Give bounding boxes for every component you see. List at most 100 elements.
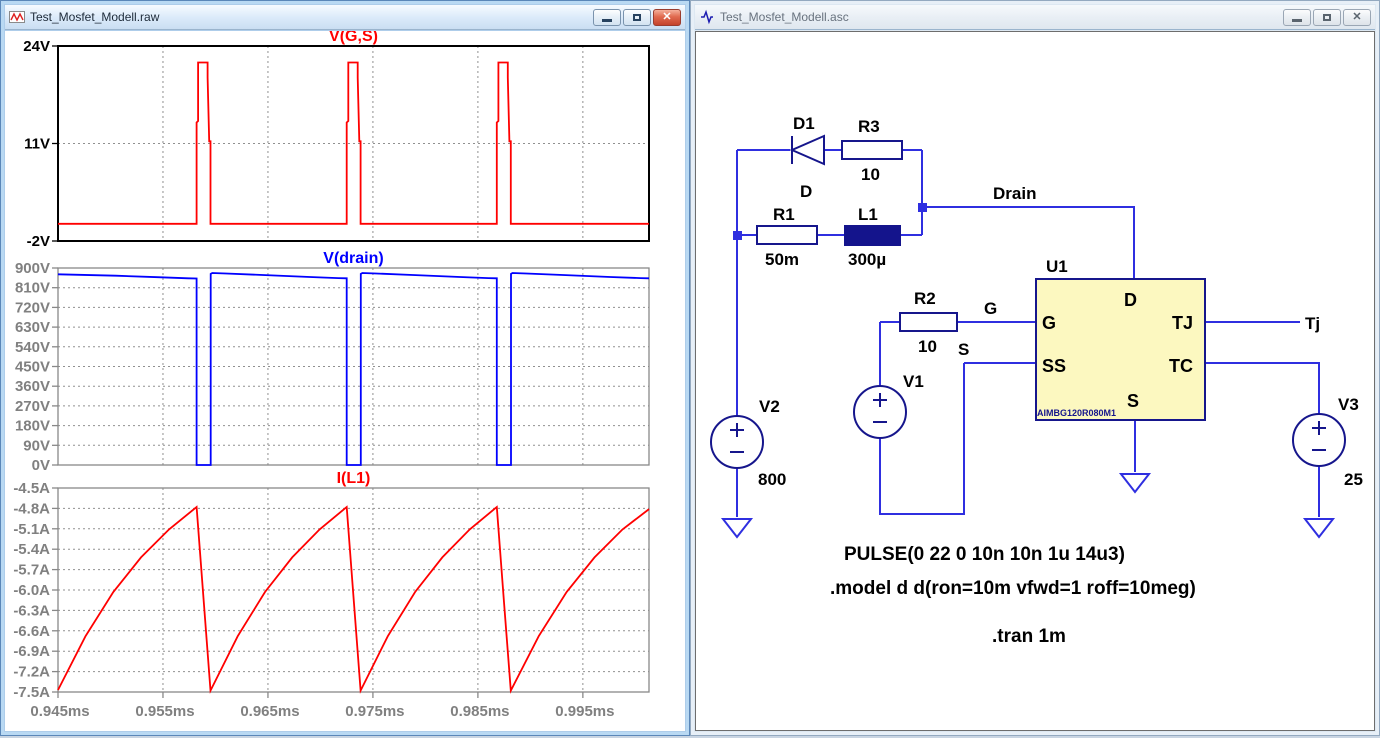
y-tick-label: 810V xyxy=(15,280,50,297)
x-tick-label: 0.945ms xyxy=(30,703,89,720)
y-tick-label: -5.7A xyxy=(13,562,50,579)
y-tick-label: -6.6A xyxy=(13,623,50,640)
inductor-l1[interactable] xyxy=(844,225,901,246)
plot-title: I(L1) xyxy=(337,470,371,487)
y-tick-label: 540V xyxy=(15,339,50,356)
r2-name[interactable]: R2 xyxy=(914,289,936,308)
voltage-source-v1[interactable] xyxy=(853,385,907,439)
y-tick-label: 24V xyxy=(23,38,50,55)
x-tick-label: 0.995ms xyxy=(555,703,614,720)
r3-name[interactable]: R3 xyxy=(858,117,880,136)
y-tick-label: -2V xyxy=(27,233,50,250)
net-label-g[interactable]: G xyxy=(984,299,997,318)
r3-value[interactable]: 10 xyxy=(861,165,880,184)
symbols xyxy=(710,134,1346,469)
y-tick-label: -4.8A xyxy=(13,500,50,517)
directive-tran[interactable]: .tran 1m xyxy=(992,626,1066,647)
u1-pin-labels: D G SS TJ TC S xyxy=(1042,290,1193,411)
y-tick-label: -7.2A xyxy=(13,664,50,681)
spice-directives: PULSE(0 22 0 10n 10n 1u 14u3) .model d d… xyxy=(830,544,1196,647)
y-tick-label: -7.5A xyxy=(13,684,50,701)
v3-value[interactable]: 25 xyxy=(1344,470,1363,489)
pin-d: D xyxy=(1124,290,1137,310)
junction-dot xyxy=(733,231,742,240)
minimize-button[interactable] xyxy=(593,8,621,26)
plot-title: V(G,S) xyxy=(329,31,378,45)
close-button[interactable]: ✕ xyxy=(1343,8,1371,26)
v3-name[interactable]: V3 xyxy=(1338,395,1359,414)
y-tick-label: 90V xyxy=(23,437,50,454)
y-tick-label: 630V xyxy=(15,319,50,336)
schematic-window[interactable]: Test_Mosfet_Modell.asc ✕ xyxy=(690,0,1380,736)
igbt-module-u1[interactable] xyxy=(1035,278,1206,421)
y-tick-label: -6.3A xyxy=(13,602,50,619)
y-tick-label: 360V xyxy=(15,378,50,395)
y-tick-label: 270V xyxy=(15,398,50,415)
wires[interactable] xyxy=(736,149,1320,517)
pin-s: S xyxy=(1127,391,1139,411)
close-button[interactable]: ✕ xyxy=(653,8,681,26)
wire xyxy=(1205,362,1320,414)
l1-value[interactable]: 300µ xyxy=(848,250,886,269)
trace-V(G,S) xyxy=(58,61,649,225)
minimize-button[interactable] xyxy=(1283,8,1311,26)
pin-ss: SS xyxy=(1042,356,1066,376)
labels: D1 D R3 10 R1 50m L1 300µ Drain R2 10 G … xyxy=(758,114,1363,489)
y-tick-label: 720V xyxy=(15,299,50,316)
y-tick-label: -4.5A xyxy=(13,480,50,497)
wire xyxy=(879,321,1036,386)
minimize-icon xyxy=(1292,18,1302,22)
wire xyxy=(736,149,790,416)
resistor-r2[interactable] xyxy=(899,312,958,332)
schematic-titlebar[interactable]: Test_Mosfet_Modell.asc ✕ xyxy=(695,5,1375,30)
v2-value[interactable]: 800 xyxy=(758,470,786,489)
net-label-drain[interactable]: Drain xyxy=(993,184,1036,203)
u1-name[interactable]: U1 xyxy=(1046,257,1068,276)
d1-name[interactable]: D1 xyxy=(793,114,815,133)
voltage-source-v2[interactable] xyxy=(710,415,764,469)
plot-title: V(drain) xyxy=(323,250,383,267)
pin-tc: TC xyxy=(1169,356,1193,376)
waveform-plots[interactable]: 24V11V-2VV(G,S)900V810V720V630V540V450V3… xyxy=(5,28,687,733)
window-title: Test_Mosfet_Modell.raw xyxy=(30,10,160,24)
diode-d1[interactable] xyxy=(789,134,825,166)
y-tick-label: 180V xyxy=(15,418,50,435)
ground-symbol xyxy=(1118,473,1152,494)
schematic[interactable]: D1 D R3 10 R1 50m L1 300µ Drain R2 10 G … xyxy=(696,32,1376,732)
r2-value[interactable]: 10 xyxy=(918,337,937,356)
resistor-r1[interactable] xyxy=(756,225,818,245)
d1-value[interactable]: D xyxy=(800,182,812,201)
v2-name[interactable]: V2 xyxy=(759,397,780,416)
wire xyxy=(922,206,1135,279)
waveform-app-icon xyxy=(9,11,25,23)
x-tick-label: 0.985ms xyxy=(450,703,509,720)
v1-name[interactable]: V1 xyxy=(903,372,924,391)
restore-icon xyxy=(633,13,641,21)
l1-name[interactable]: L1 xyxy=(858,205,878,224)
net-label-s[interactable]: S xyxy=(958,340,969,359)
voltage-source-v3[interactable] xyxy=(1292,413,1346,467)
grounds[interactable] xyxy=(720,473,1336,539)
ground-symbol xyxy=(720,518,754,539)
waveform-titlebar[interactable]: Test_Mosfet_Modell.raw ✕ xyxy=(5,5,685,30)
restore-button[interactable] xyxy=(1313,8,1341,26)
resistor-r3[interactable] xyxy=(841,140,903,160)
y-tick-label: -5.1A xyxy=(13,521,50,538)
net-label-tj[interactable]: Tj xyxy=(1305,314,1320,333)
r1-name[interactable]: R1 xyxy=(773,205,795,224)
ltspice-app-icon xyxy=(701,9,713,25)
window-title: Test_Mosfet_Modell.asc xyxy=(720,10,849,24)
directive-model[interactable]: .model d d(ron=10m vfwd=1 roff=10meg) xyxy=(830,578,1196,599)
y-tick-label: -6.0A xyxy=(13,582,50,599)
directive-pulse[interactable]: PULSE(0 22 0 10n 10n 1u 14u3) xyxy=(844,544,1125,565)
x-tick-label: 0.965ms xyxy=(240,703,299,720)
y-tick-label: 450V xyxy=(15,359,50,376)
close-icon: ✕ xyxy=(662,10,672,23)
x-tick-label: 0.975ms xyxy=(345,703,404,720)
schematic-canvas[interactable]: D1 D R3 10 R1 50m L1 300µ Drain R2 10 G … xyxy=(695,31,1375,731)
pin-tj: TJ xyxy=(1172,313,1193,333)
r1-value[interactable]: 50m xyxy=(765,250,799,269)
restore-button[interactable] xyxy=(623,8,651,26)
